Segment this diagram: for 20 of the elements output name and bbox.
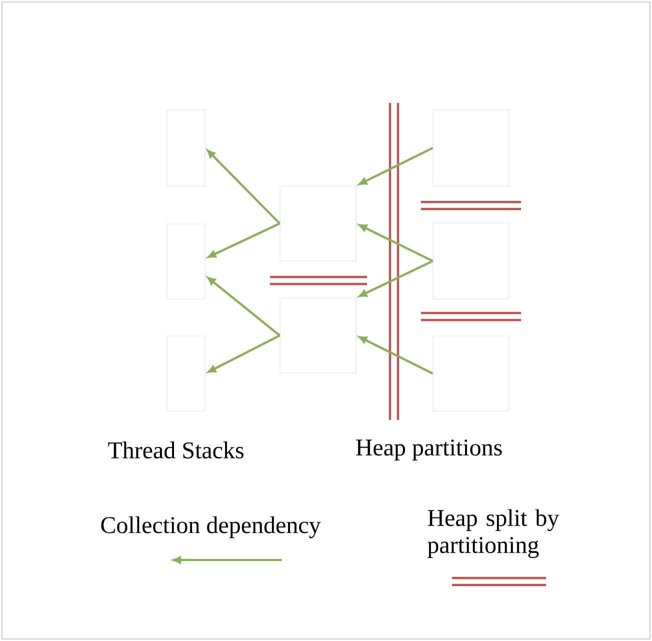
arrow [208, 222, 280, 258]
group-label: Thread Stacks [108, 442, 244, 458]
partition-box [432, 110, 510, 186]
partition-box [432, 336, 510, 412]
arrow [208, 334, 280, 373]
arrow [207, 150, 280, 224]
partition-box [280, 298, 356, 374]
group-label: Heap partitions [356, 440, 502, 460]
legend-text: Heap split by partitioning [428, 509, 560, 558]
stack-box [166, 336, 206, 412]
arrow [207, 277, 280, 336]
partition-box [432, 222, 510, 300]
arrow [358, 224, 434, 262]
legend-text: Collection dependency [101, 516, 321, 538]
arrow [358, 147, 434, 185]
arrow [358, 336, 434, 374]
partition-box [280, 186, 356, 262]
stack-box [166, 224, 206, 300]
arrow [358, 260, 434, 297]
stack-box [166, 110, 206, 186]
